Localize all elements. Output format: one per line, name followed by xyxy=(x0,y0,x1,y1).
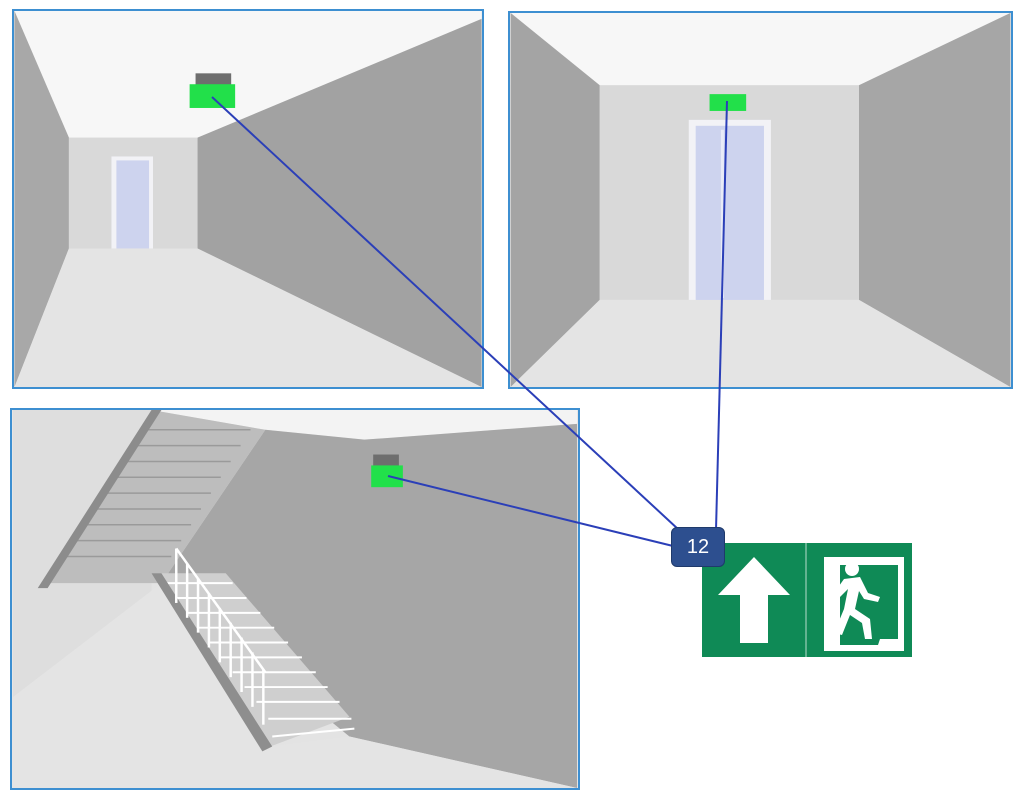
ceiling xyxy=(510,13,1011,86)
staircase-view-panel xyxy=(10,408,580,790)
corridor-view-panel xyxy=(12,9,484,389)
handrail xyxy=(175,547,267,725)
upper-flight-steps xyxy=(60,429,251,558)
door xyxy=(695,125,764,300)
ceiling xyxy=(14,11,482,138)
door xyxy=(116,160,150,249)
exit-sign xyxy=(702,543,912,657)
left-wall xyxy=(14,11,69,387)
emergency-light xyxy=(189,84,236,108)
floor xyxy=(12,583,578,788)
reference-number-badge: 12 xyxy=(671,527,725,567)
emergency-light-housing xyxy=(195,73,232,86)
staircase-view-scene xyxy=(12,410,578,788)
emergency-light xyxy=(371,465,403,488)
right-wall xyxy=(858,13,1011,387)
up-arrow-icon xyxy=(718,557,790,643)
emergency-light-housing xyxy=(373,454,399,467)
corridor-view-scene xyxy=(14,11,482,387)
running-man-exit-icon xyxy=(824,557,904,651)
doorway-view-panel xyxy=(508,11,1013,389)
doorway-view-scene xyxy=(510,13,1011,387)
lower-flight xyxy=(151,573,350,747)
emergency-light xyxy=(709,94,747,111)
